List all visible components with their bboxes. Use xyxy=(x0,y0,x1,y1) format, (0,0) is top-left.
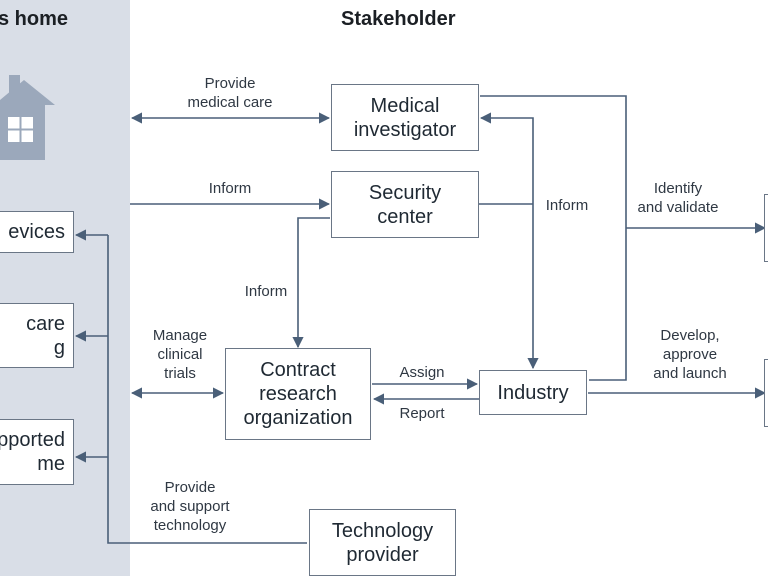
supported-home-label: pported me xyxy=(0,429,65,475)
label-assign: Assign xyxy=(399,364,445,381)
label-inform-industry: Inform xyxy=(545,197,589,214)
stakeholder-section-title: Stakeholder xyxy=(341,8,456,30)
contract-research-organization-label: Contract research organization xyxy=(243,359,353,429)
security-center-label: Security center xyxy=(368,181,442,228)
security-center-node: Security center xyxy=(331,171,479,238)
devices-node: evices xyxy=(0,211,74,253)
edge-inform-cro xyxy=(292,217,330,349)
technology-provider-label: Technology provider xyxy=(331,519,434,566)
label-report: Report xyxy=(399,405,445,422)
label-identify-validate: Identify and validate xyxy=(637,180,719,216)
medical-investigator-node: Medical investigator xyxy=(331,84,479,151)
contract-research-organization-node: Contract research organization xyxy=(225,348,371,440)
technology-provider-node: Technology provider xyxy=(309,509,456,576)
home-section-title: s home xyxy=(0,8,69,30)
care-node: care g xyxy=(0,303,74,368)
label-inform-security: Inform xyxy=(208,180,252,197)
label-manage-clinical-trials: Manage clinical trials xyxy=(152,327,208,382)
house-icon xyxy=(0,75,55,160)
label-provide-support-technology: Provide and support technology xyxy=(150,479,230,534)
edge-identify-validate xyxy=(480,95,627,381)
label-provide-medical-care: Provide medical care xyxy=(187,75,273,111)
industry-label: Industry xyxy=(497,381,569,404)
industry-node: Industry xyxy=(479,370,587,415)
supported-home-node: pported me xyxy=(0,419,74,485)
label-inform-cro: Inform xyxy=(244,283,288,300)
edge-loop-to-investigator xyxy=(479,112,534,204)
right-target-node-top xyxy=(764,194,768,262)
right-target-node-bottom xyxy=(764,359,768,427)
medical-investigator-label: Medical investigator xyxy=(353,94,457,141)
edge-provide-technology xyxy=(107,235,307,544)
label-develop-approve-launch: Develop, approve and launch xyxy=(653,327,727,382)
care-label: care g xyxy=(26,312,65,359)
devices-label: evices xyxy=(8,221,65,243)
